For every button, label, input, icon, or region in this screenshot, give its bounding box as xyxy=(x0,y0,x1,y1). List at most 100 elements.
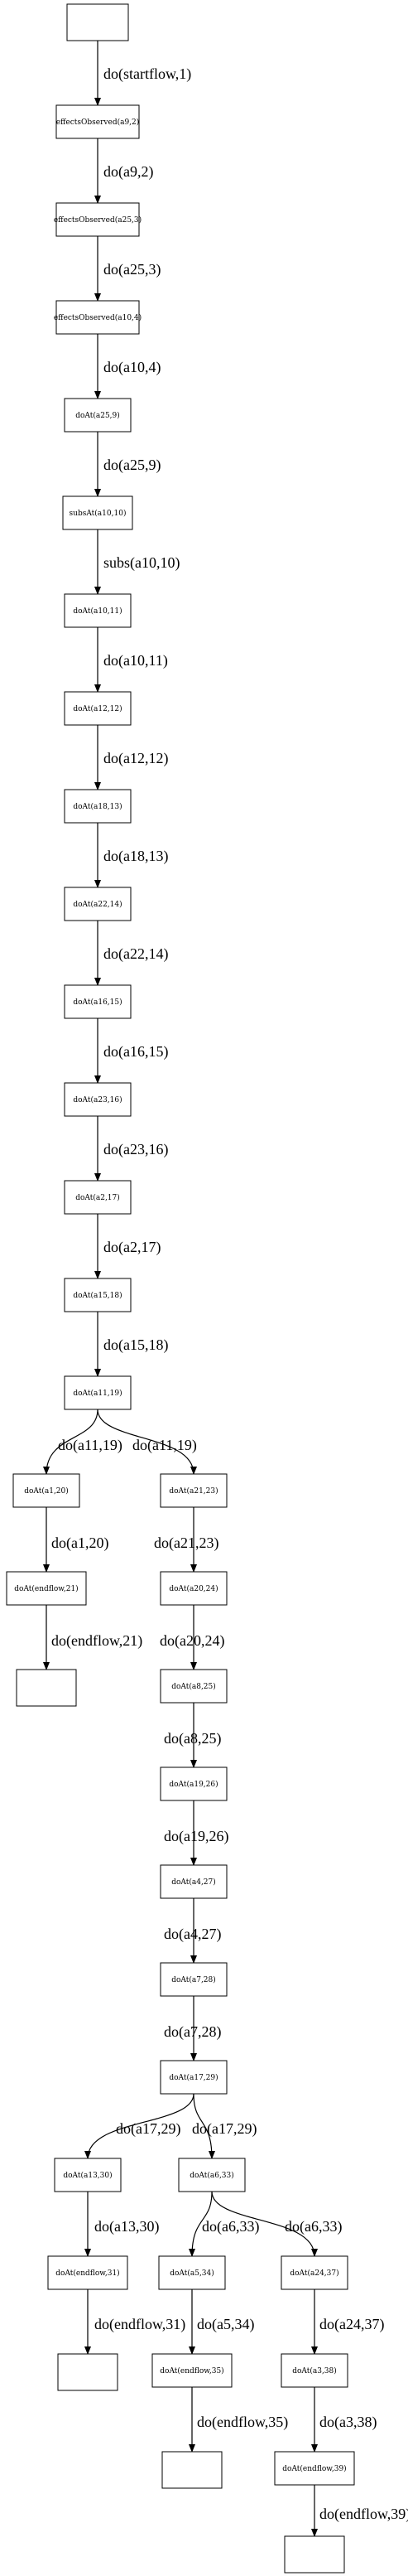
terminal-node xyxy=(57,2353,118,2391)
node-label: doAt(a12,12) xyxy=(73,704,122,713)
edge-label: do(a22,14) xyxy=(103,945,168,963)
flow-node: doAt(a21,23) xyxy=(160,1473,228,1508)
node-box xyxy=(6,1571,87,1606)
edge-label: do(a10,11) xyxy=(103,652,168,669)
node-box xyxy=(12,1473,80,1508)
node-label: doAt(a4,27) xyxy=(171,1878,216,1887)
edge-label: do(a10,4) xyxy=(103,359,161,376)
node-box xyxy=(160,1766,228,1801)
node-label: subsAt(a10,10) xyxy=(70,509,127,518)
node-label: doAt(a18,13) xyxy=(73,802,122,811)
edge-label: do(a24,37) xyxy=(319,2316,384,2333)
edge-label: do(a20,24) xyxy=(160,1632,224,1650)
flow-node: doAt(a1,20) xyxy=(12,1473,80,1508)
edge-label: do(a17,29) xyxy=(116,2120,180,2138)
flow-node: doAt(a7,28) xyxy=(160,1962,228,1997)
edge-label: do(a8,25) xyxy=(164,1730,221,1747)
edge-label: do(a2,17) xyxy=(103,1239,161,1256)
flow-node: doAt(a23,16) xyxy=(64,1082,132,1117)
flow-node: doAt(a25,9) xyxy=(64,398,132,433)
node-box xyxy=(54,2158,122,2192)
node-label: doAt(a17,29) xyxy=(169,2073,218,2082)
edge-label: do(a12,12) xyxy=(103,750,168,767)
flow-node: doAt(a12,12) xyxy=(64,691,132,726)
flow-node: doAt(a17,29) xyxy=(160,2060,228,2095)
node-label: doAt(a5,34) xyxy=(170,2269,214,2278)
node-box xyxy=(16,1669,77,1707)
edge-label: do(endflow,31) xyxy=(94,2316,185,2333)
flow-node: doAt(a22,14) xyxy=(64,887,132,921)
edge-label: do(a16,15) xyxy=(103,1043,168,1061)
flow-node: doAt(a10,11) xyxy=(64,593,132,628)
node-box xyxy=(64,1082,132,1117)
node-label: doAt(a20,24) xyxy=(169,1584,218,1593)
edge-label: do(a15,18) xyxy=(103,1336,168,1354)
edge-label: do(a9,2) xyxy=(103,163,153,181)
flow-node: doAt(a8,25) xyxy=(160,1669,228,1704)
node-label: doAt(a19,26) xyxy=(169,1780,218,1789)
node-label: doAt(a8,25) xyxy=(171,1682,216,1691)
edge-arrow xyxy=(193,2093,215,2159)
edge-label: do(a4,27) xyxy=(164,1926,221,1943)
edge-label: do(a7,28) xyxy=(164,2023,221,2041)
flow-node: doAt(a11,19) xyxy=(64,1375,132,1410)
flow-node: doAt(a18,13) xyxy=(64,789,132,824)
flow-node: doAt(a16,15) xyxy=(64,984,132,1019)
terminal-node xyxy=(66,3,129,41)
node-label: doAt(a2,17) xyxy=(75,1193,120,1202)
node-label: doAt(a13,30) xyxy=(63,2171,112,2180)
flow-node: doAt(a3,38) xyxy=(281,2353,348,2388)
node-box xyxy=(47,2255,128,2290)
node-label: doAt(a21,23) xyxy=(169,1486,218,1496)
node-box xyxy=(64,887,132,921)
flow-node: doAt(endflow,35) xyxy=(151,2353,233,2388)
node-box xyxy=(158,2255,226,2290)
edge-label: do(a3,38) xyxy=(319,2414,377,2431)
node-box xyxy=(64,1278,132,1312)
node-label: doAt(endflow,21) xyxy=(14,1584,78,1593)
edge-label: do(a18,13) xyxy=(103,848,168,865)
edge-label: do(endflow,39) xyxy=(319,2506,408,2523)
node-box xyxy=(281,2255,348,2290)
node-box xyxy=(281,2353,348,2388)
flow-node: effectsObserved(a25,3) xyxy=(54,202,142,237)
edge-label: do(a11,19) xyxy=(58,1437,122,1454)
flow-node: effectsObserved(a10,4) xyxy=(54,300,142,335)
edge-label: do(a1,20) xyxy=(51,1534,108,1552)
edge-arrow xyxy=(189,2191,213,2257)
edge-label: do(startflow,1) xyxy=(103,65,191,83)
flow-node: doAt(a6,33) xyxy=(178,2158,246,2192)
node-box xyxy=(55,104,140,139)
terminal-node xyxy=(284,2535,345,2574)
node-label: doAt(a16,15) xyxy=(73,998,122,1007)
node-label: doAt(endflow,35) xyxy=(160,2366,223,2375)
flow-node: doAt(a24,37) xyxy=(281,2255,348,2290)
node-box xyxy=(178,2158,246,2192)
edge-arrow xyxy=(84,2093,194,2159)
node-box xyxy=(151,2353,233,2388)
edge-label: do(a17,29) xyxy=(192,2120,257,2138)
node-box xyxy=(55,202,140,237)
node-box xyxy=(161,2451,223,2489)
node-box xyxy=(64,984,132,1019)
edge-label: subs(a10,10) xyxy=(103,554,180,572)
edge-arrow xyxy=(43,1409,98,1475)
node-box xyxy=(274,2451,355,2486)
node-label: doAt(a15,18) xyxy=(73,1291,122,1300)
edge-label: do(a25,3) xyxy=(103,261,161,278)
edge-label: do(a19,26) xyxy=(164,1828,228,1845)
node-box xyxy=(64,398,132,433)
node-label: doAt(a25,9) xyxy=(75,411,120,420)
node-box xyxy=(160,1962,228,1997)
edge-arrow xyxy=(211,2191,318,2257)
node-box xyxy=(284,2535,345,2574)
edge-label: do(endflow,35) xyxy=(197,2414,288,2431)
node-box xyxy=(64,593,132,628)
node-label: doAt(a24,37) xyxy=(290,2269,338,2278)
node-label: doAt(endflow,31) xyxy=(55,2269,119,2278)
flow-node: doAt(endflow,39) xyxy=(274,2451,355,2486)
node-label: effectsObserved(a9,2) xyxy=(56,118,140,127)
edge-label: do(a6,33) xyxy=(202,2218,259,2235)
node-box xyxy=(64,1375,132,1410)
